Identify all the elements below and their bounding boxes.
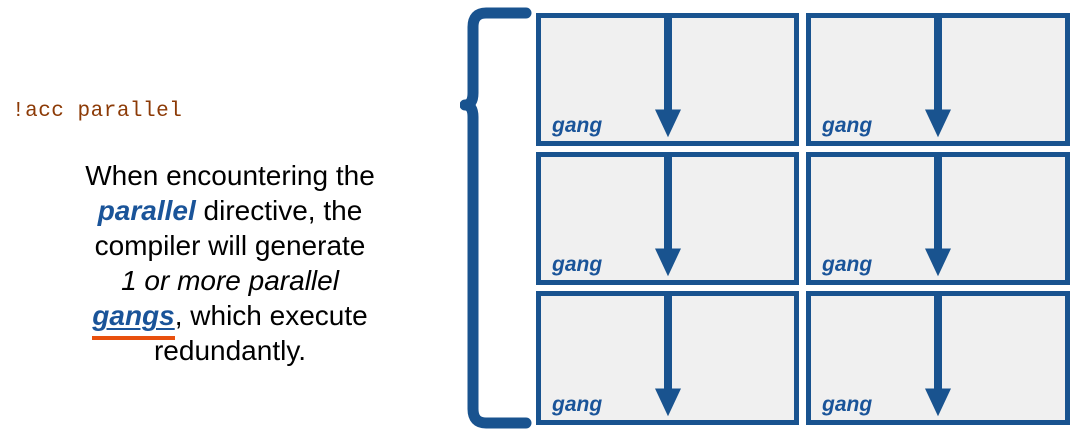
gang-cell[interactable]: gang [536,13,799,146]
emphasis-gangs-wrapper: gangs [92,298,175,340]
emphasis-parallel: parallel [97,195,196,226]
emphasis-gangs: gangs [92,300,175,331]
description-line-5-suffix: , which execute [174,300,368,331]
gang-cell[interactable]: gang [806,13,1070,146]
down-arrow-icon [654,156,681,277]
description-line-1: When encountering the [85,160,375,191]
left-curly-brace [459,6,532,430]
gang-cell[interactable]: gang [806,291,1070,425]
gang-label: gang [552,253,603,276]
down-arrow-icon [925,295,951,417]
emphasis-count: 1 or more parallel [121,265,339,296]
gang-label: gang [552,393,603,416]
gang-cell[interactable]: gang [536,291,799,425]
gang-label: gang [552,114,603,137]
directive-code-text: !acc parallel [12,100,183,123]
description-line-2-suffix: directive, the [195,195,363,226]
down-arrow-icon [654,17,681,138]
down-arrow-icon [925,17,951,138]
description-paragraph: When encountering the parallel directive… [30,158,430,368]
gang-grid: gang gang gang gang gang [536,13,1070,425]
down-arrow-icon [925,156,951,277]
gang-cell[interactable]: gang [536,152,799,285]
down-arrow-icon [654,295,681,417]
gangs-highlight-underline [92,336,175,340]
description-line-3: compiler will generate [94,230,366,261]
brace-icon [459,7,532,429]
gang-label: gang [822,393,873,416]
gang-cell[interactable]: gang [806,152,1070,285]
gang-label: gang [822,253,873,276]
description-line-6: redundantly. [153,335,307,366]
gang-label: gang [822,114,873,137]
